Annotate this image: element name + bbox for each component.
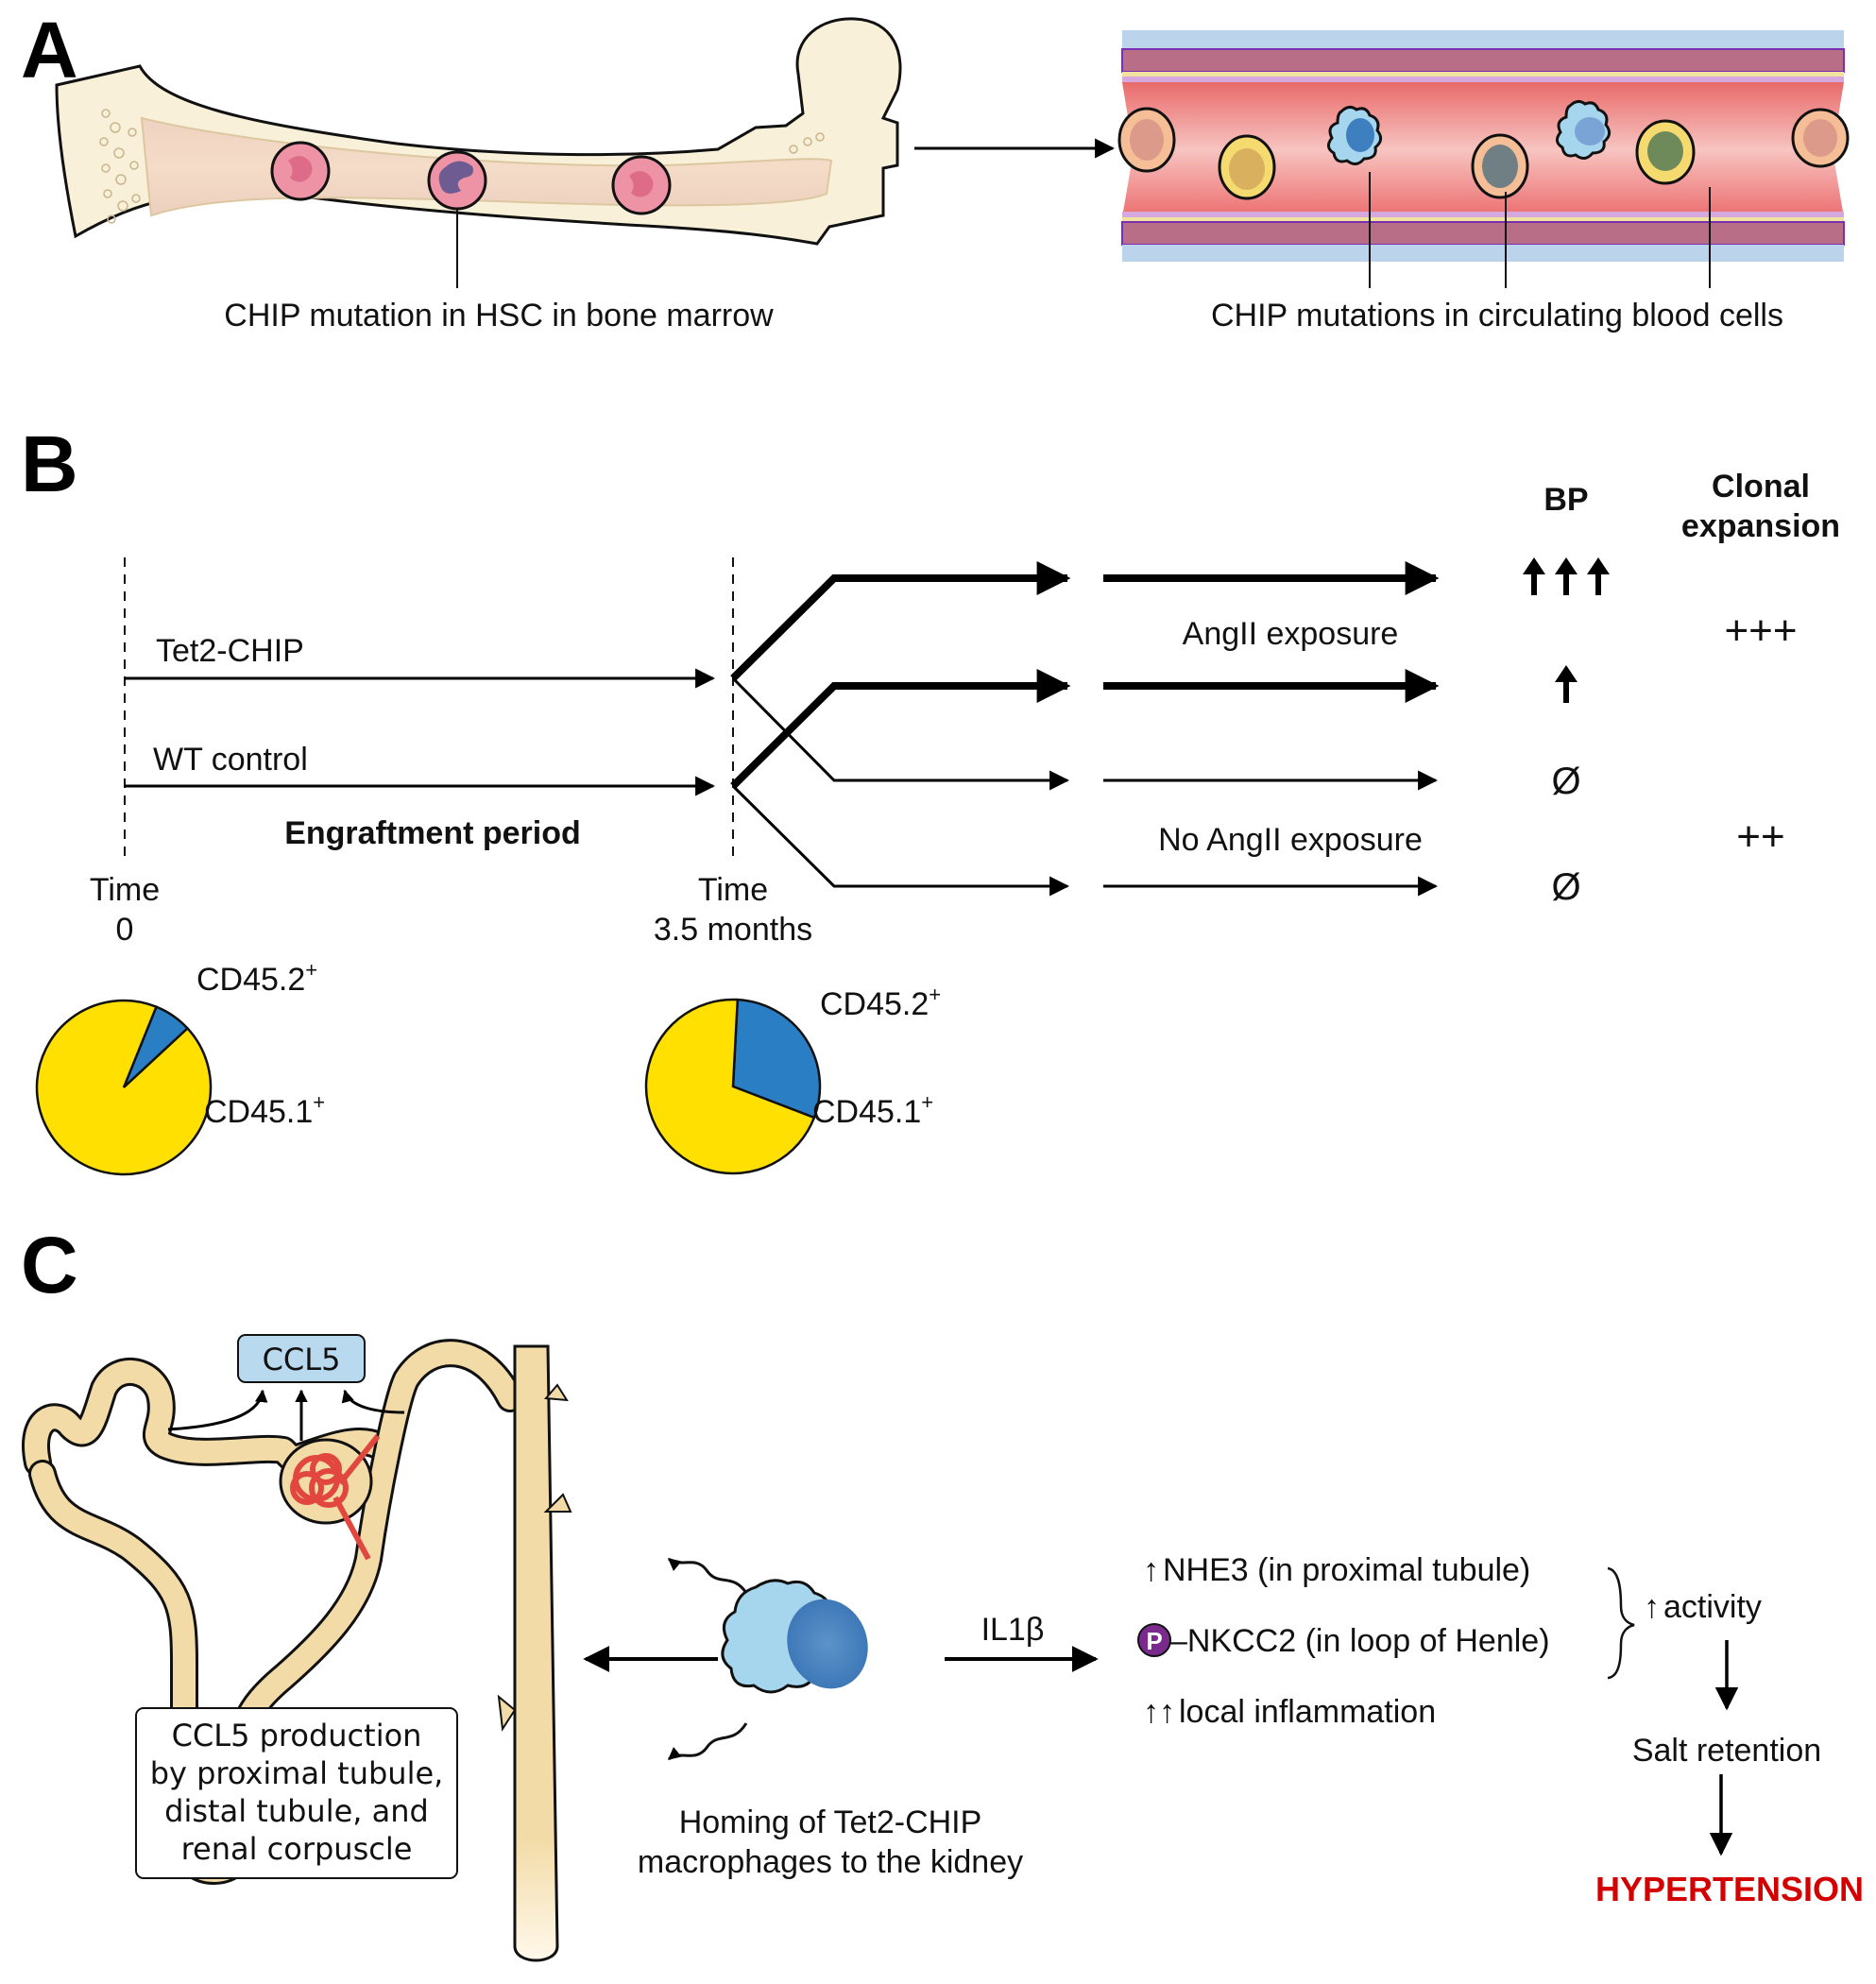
angii-exposure-label: AngII exposure [1183, 616, 1399, 652]
nephron-illustration [22, 1339, 572, 1962]
ccl5-box [237, 1334, 366, 1383]
time1-label: Time [698, 872, 768, 908]
vessel-media-bottom [1121, 221, 1845, 246]
engraftment-label: Engraftment period [284, 815, 581, 851]
phospho-label: P [1146, 1627, 1162, 1655]
bp-arrows [1523, 557, 1610, 703]
panel-a-label: A [21, 6, 78, 94]
pie0-slice-cd451 [35, 999, 213, 1176]
grouping-brace [1607, 1566, 1635, 1680]
time0-value: 0 [116, 912, 134, 948]
pie1-slice-cd451 [644, 998, 816, 1175]
blood-vessel-illustration [1117, 30, 1850, 288]
vessel-adventitia-bottom [1122, 245, 1844, 262]
phospho-icon [1137, 1623, 1171, 1657]
group-label-wt: WT control [153, 742, 308, 778]
vessel-leader-lines [1369, 172, 1711, 288]
migration-squiggle-bottom [667, 1722, 748, 1761]
time-dividers [124, 557, 734, 858]
pie1-cd452-label: CD45.2+ [820, 983, 941, 1022]
pie-chart-time0 [35, 999, 213, 1176]
macrophage-illustration [667, 1557, 868, 1761]
vessel-adventitia-top [1122, 30, 1844, 49]
pie0-cd452-label: CD45.2+ [196, 958, 317, 998]
salt-retention-label: Salt retention [1632, 1733, 1821, 1769]
no-angii-exposure-label: No AngII exposure [1158, 822, 1423, 858]
pie1-slice-cd452 [731, 998, 822, 1120]
homing-caption-2: macrophages to the kidney [638, 1844, 1023, 1880]
blood-cell-2 [1218, 134, 1276, 200]
hsc-cell-mutant [427, 150, 487, 211]
vessel-media-top [1121, 48, 1845, 73]
bp-up-arrow-1-2 [1555, 557, 1578, 595]
bp-up-arrow-2-1 [1555, 665, 1578, 703]
clonal-column-header-1: Clonal [1712, 469, 1810, 505]
time1-value: 3.5 months [654, 912, 812, 948]
branch-wt-angii [730, 669, 1071, 789]
pie-chart-time1 [644, 998, 822, 1175]
panel-c-label: C [21, 1221, 78, 1309]
clonal-column-header-2: expansion [1681, 508, 1840, 544]
branch-tet2-no-angii [731, 676, 1070, 791]
hsc-cell-normal-2 [611, 155, 672, 215]
blood-cell-4 [1635, 119, 1696, 185]
bp-outcome-3: Ø [1551, 761, 1580, 802]
blood-cell-5 [1791, 108, 1850, 168]
time0-label: Time [90, 872, 160, 908]
bp-outcome-4: Ø [1551, 866, 1580, 908]
blood-cell-3 [1471, 133, 1529, 199]
macrophage-cell-1 [1327, 105, 1382, 165]
pie0-cd451-label: CD45.1+ [204, 1090, 325, 1130]
hypertension-label: HYPERTENSION [1595, 1870, 1864, 1908]
activity-label: ↑activity [1644, 1589, 1762, 1625]
migration-squiggle-top [667, 1557, 748, 1594]
production-line-1: CCL5 production [172, 1718, 422, 1753]
group-label-tet2: Tet2-CHIP [156, 633, 304, 669]
bone-illustration [55, 17, 902, 288]
hsc-cell-normal-1 [270, 141, 331, 201]
macrophage-nucleus [787, 1599, 868, 1689]
macrophage-cell-2 [1556, 99, 1611, 160]
effect-inflammation: ↑↑local inflammation [1143, 1694, 1436, 1730]
pie1-cd451-label: CD45.1+ [812, 1090, 933, 1130]
clonal-expansion-no-angii: ++ [1736, 813, 1784, 860]
branch-tet2-angii [730, 561, 1071, 681]
branch-lines [730, 561, 1440, 897]
production-line-2: by proximal tubule, [150, 1755, 444, 1791]
il1b-label: IL1β [981, 1612, 1045, 1648]
effect-nkcc2: –NKCC2 (in loop of Henle) [1169, 1623, 1550, 1659]
production-line-4: renal corpuscle [181, 1831, 413, 1867]
blood-cell-1 [1117, 107, 1176, 173]
loop-and-distal-tubule [31, 1342, 521, 1882]
collecting-duct [513, 1344, 559, 1962]
spongy-bone [99, 109, 825, 224]
branch-wt-no-angii [731, 784, 1070, 897]
bp-up-arrow-1-1 [1523, 557, 1545, 595]
vessel-caption: CHIP mutations in circulating blood cell… [1211, 298, 1783, 334]
ccl5-production-box [135, 1707, 458, 1879]
bp-up-arrow-1-3 [1587, 557, 1610, 595]
ccl5-arrows [167, 1389, 405, 1441]
effect-nhe3: ↑NHE3 (in proximal tubule) [1143, 1552, 1530, 1588]
production-line-3: distal tubule, and [164, 1793, 429, 1829]
panel-b-label: B [21, 419, 78, 508]
ccl5-label: CCL5 [263, 1342, 341, 1377]
bone-caption: CHIP mutation in HSC in bone marrow [224, 298, 774, 334]
proximal-tubule [25, 1360, 389, 1474]
glomerulus [290, 1434, 381, 1561]
homing-caption-1: Homing of Tet2-CHIP [679, 1804, 982, 1840]
bp-column-header: BP [1543, 482, 1588, 518]
clonal-expansion-angii: +++ [1724, 607, 1797, 654]
